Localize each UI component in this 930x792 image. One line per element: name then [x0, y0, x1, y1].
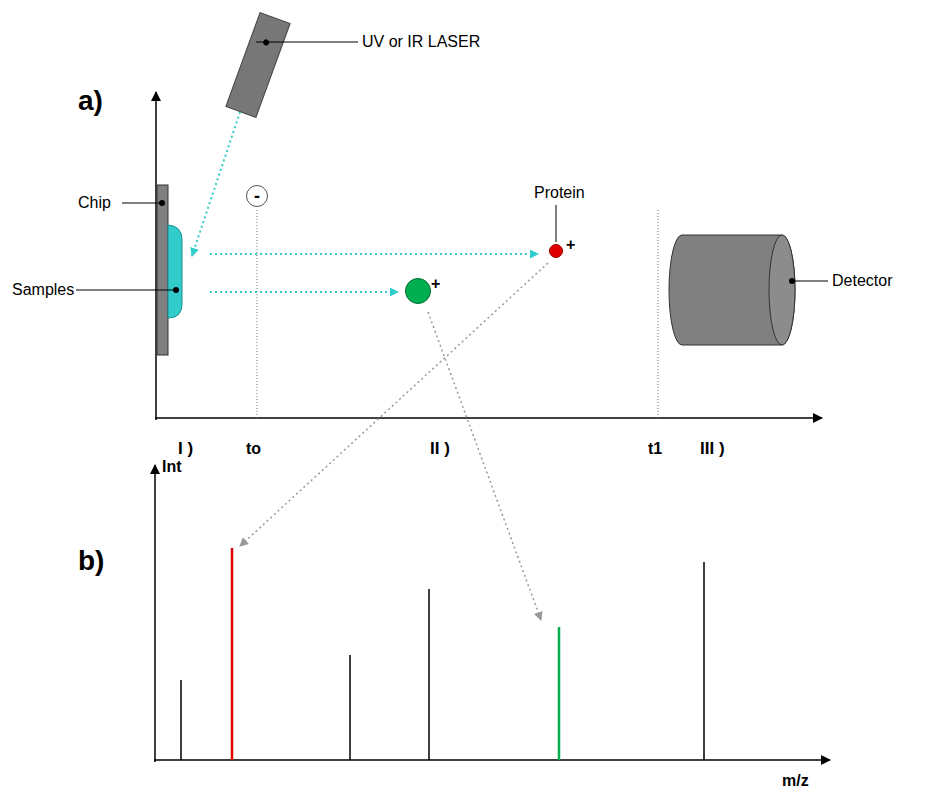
axis-label: Int: [162, 458, 182, 476]
part-label: Protein: [534, 184, 585, 202]
charge-sign: +: [431, 276, 440, 292]
part-label: Samples: [12, 281, 74, 299]
leader-line: [256, 42, 358, 43]
part-label: UV or IR LASER: [362, 33, 480, 51]
panel-letter: b): [78, 546, 104, 577]
samples: [168, 225, 182, 318]
laser-beam: [192, 112, 240, 256]
part-label: Chip: [78, 194, 111, 212]
positive-ion: +: [405, 278, 431, 304]
time-label: to: [246, 440, 261, 458]
stage-number: I ): [178, 440, 193, 459]
time-line: [257, 210, 258, 418]
protein-ion: +: [549, 244, 563, 258]
mapping-arrow: [428, 312, 541, 620]
charge-sign: -: [254, 187, 260, 205]
spectrum-peaks: [181, 548, 704, 760]
leader-line: [792, 281, 828, 282]
time-label: t1: [648, 440, 662, 458]
charge-sign: +: [566, 237, 575, 253]
panel-letter: a): [78, 86, 103, 117]
negative-ion: -: [246, 185, 268, 207]
laser: [226, 13, 290, 118]
x-axis: [154, 759, 830, 761]
x-axis: [155, 417, 822, 419]
leader-line: [76, 290, 176, 291]
stage-number: III ): [700, 440, 725, 459]
flight-arrow: [210, 291, 398, 293]
mapping-arrow: [240, 263, 548, 546]
leader-line: [556, 205, 557, 242]
stage-number: II ): [430, 440, 450, 459]
y-axis: [154, 465, 156, 762]
part-label: Detector: [832, 272, 892, 290]
detector: [669, 235, 795, 345]
chip: [157, 185, 168, 355]
axis-label: m/z: [782, 772, 809, 790]
leader-line: [122, 203, 160, 204]
time-line: [658, 210, 659, 418]
flight-arrow: [210, 253, 538, 255]
